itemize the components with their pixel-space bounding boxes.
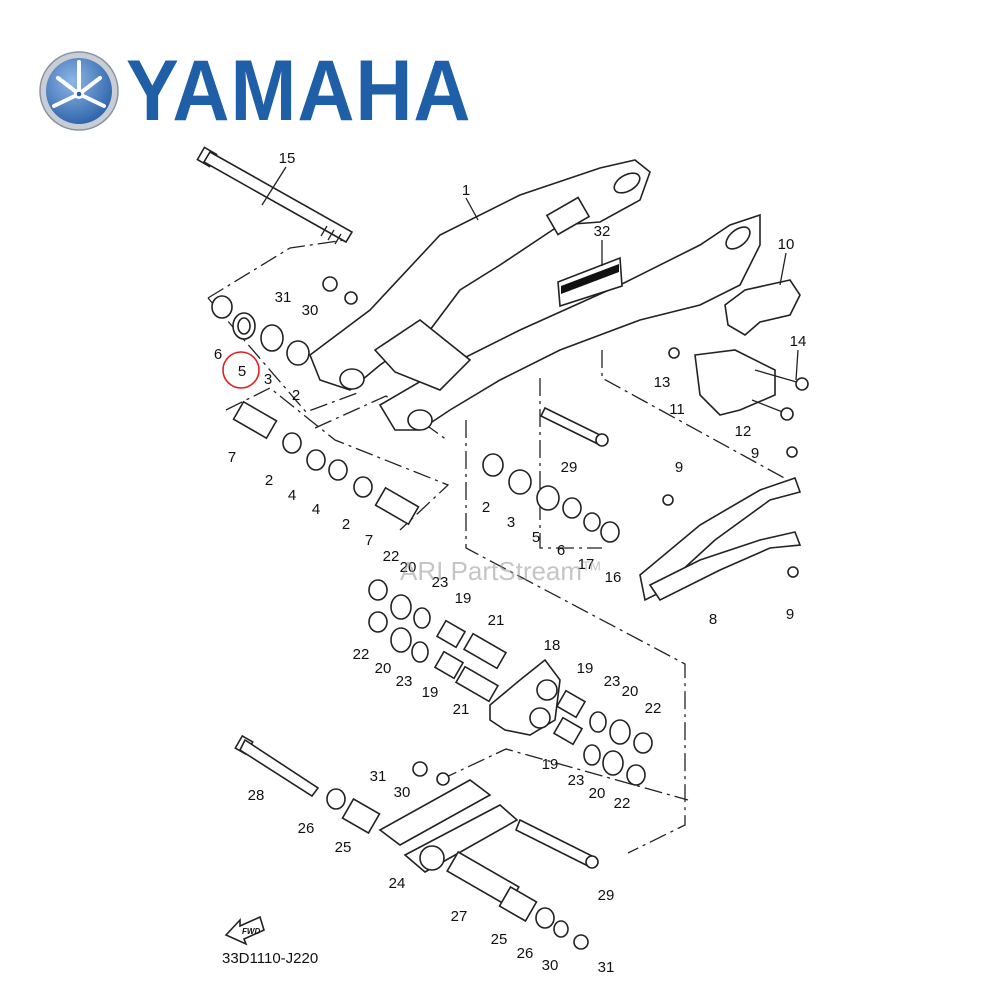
yamaha-logo: YAMAHA	[38, 43, 502, 139]
callout-1: 1	[462, 182, 470, 199]
part-9-bolts	[662, 446, 799, 578]
part-1-swingarm	[309, 159, 761, 431]
callout-20: 20	[622, 683, 639, 700]
callout-20: 20	[589, 785, 606, 802]
callout-19: 19	[455, 590, 472, 607]
callout-9: 9	[786, 606, 794, 623]
callout-15: 15	[279, 150, 296, 167]
callout-17: 17	[578, 556, 595, 573]
part-12-bolt	[751, 399, 794, 421]
part-15-pivot-shaft	[196, 146, 354, 245]
callout-30: 30	[302, 302, 319, 319]
part-14-bolt	[754, 369, 809, 391]
callout-25: 25	[335, 839, 352, 856]
part-11-chain-guide-plate	[694, 349, 776, 416]
highlight-circle	[222, 351, 260, 389]
callout-13: 13	[654, 374, 671, 391]
callout-28: 28	[248, 787, 265, 804]
callout-2: 2	[265, 472, 273, 489]
relay-arm-group	[368, 579, 653, 786]
callout-19: 19	[577, 660, 594, 677]
callout-9: 9	[751, 445, 759, 462]
callout-23: 23	[432, 574, 449, 591]
callout-22: 22	[383, 548, 400, 565]
callout-29: 29	[598, 887, 615, 904]
callout-22: 22	[614, 795, 631, 812]
callout-7: 7	[365, 532, 373, 549]
callout-16: 16	[605, 569, 622, 586]
part-10-chain-guide	[724, 279, 801, 336]
connecting-rod-group	[234, 734, 599, 950]
callout-29: 29	[561, 459, 578, 476]
callout-30: 30	[394, 784, 411, 801]
callout-12: 12	[735, 423, 752, 440]
callout-labels: 1222233445566778999101112131415161718191…	[214, 150, 807, 976]
callout-30: 30	[542, 957, 559, 974]
callout-31: 31	[370, 768, 387, 785]
callout-11: 11	[669, 401, 685, 418]
right-pivot-hardware	[482, 453, 620, 543]
left-pivot-hardware	[211, 276, 420, 526]
callout-14: 14	[790, 333, 807, 350]
callout-19: 19	[422, 684, 439, 701]
tuning-fork-emblem-icon	[39, 51, 119, 131]
callout-5: 5	[532, 529, 540, 546]
callout-7: 7	[228, 449, 236, 466]
callout-23: 23	[604, 673, 621, 690]
callout-20: 20	[400, 559, 417, 576]
callout-10: 10	[778, 236, 795, 253]
callout-26: 26	[298, 820, 315, 837]
callout-31: 31	[598, 959, 615, 976]
callout-6: 6	[557, 542, 565, 559]
callout-18: 18	[544, 637, 561, 654]
callout-21: 21	[488, 612, 505, 629]
callout-20: 20	[375, 660, 392, 677]
callout-2: 2	[342, 516, 350, 533]
callout-3: 3	[264, 371, 272, 388]
callout-6: 6	[214, 346, 222, 363]
brand-name: YAMAHA	[126, 43, 472, 139]
callout-8: 8	[709, 611, 717, 628]
part-32-label	[557, 256, 623, 308]
diagram-code: 33D1110-J220	[222, 950, 319, 967]
callout-23: 23	[396, 673, 413, 690]
callout-9: 9	[675, 459, 683, 476]
svg-text:FWD: FWD	[242, 927, 260, 936]
part-29-bolt	[539, 406, 609, 447]
callout-25: 25	[491, 931, 508, 948]
callout-23: 23	[568, 772, 585, 789]
callout-27: 27	[451, 908, 468, 925]
callout-32: 32	[594, 223, 611, 240]
fwd-arrow-icon: FWD	[224, 915, 265, 946]
part-13-nut	[668, 347, 680, 359]
callout-24: 24	[389, 875, 406, 892]
callout-4: 4	[312, 501, 320, 518]
callout-2: 2	[292, 387, 300, 404]
callout-31: 31	[275, 289, 292, 306]
callout-5: 5	[238, 363, 246, 380]
callout-4: 4	[288, 487, 296, 504]
callout-21: 21	[453, 701, 470, 718]
callout-22: 22	[645, 700, 662, 717]
watermark: ARI PartStreamTM	[400, 556, 601, 586]
callout-26: 26	[517, 945, 534, 962]
part-8-chain-slider	[639, 476, 802, 602]
leader-lines	[261, 166, 799, 381]
callout-2: 2	[482, 499, 490, 516]
callout-22: 22	[353, 646, 370, 663]
callout-3: 3	[507, 514, 515, 531]
callout-19: 19	[542, 756, 559, 773]
